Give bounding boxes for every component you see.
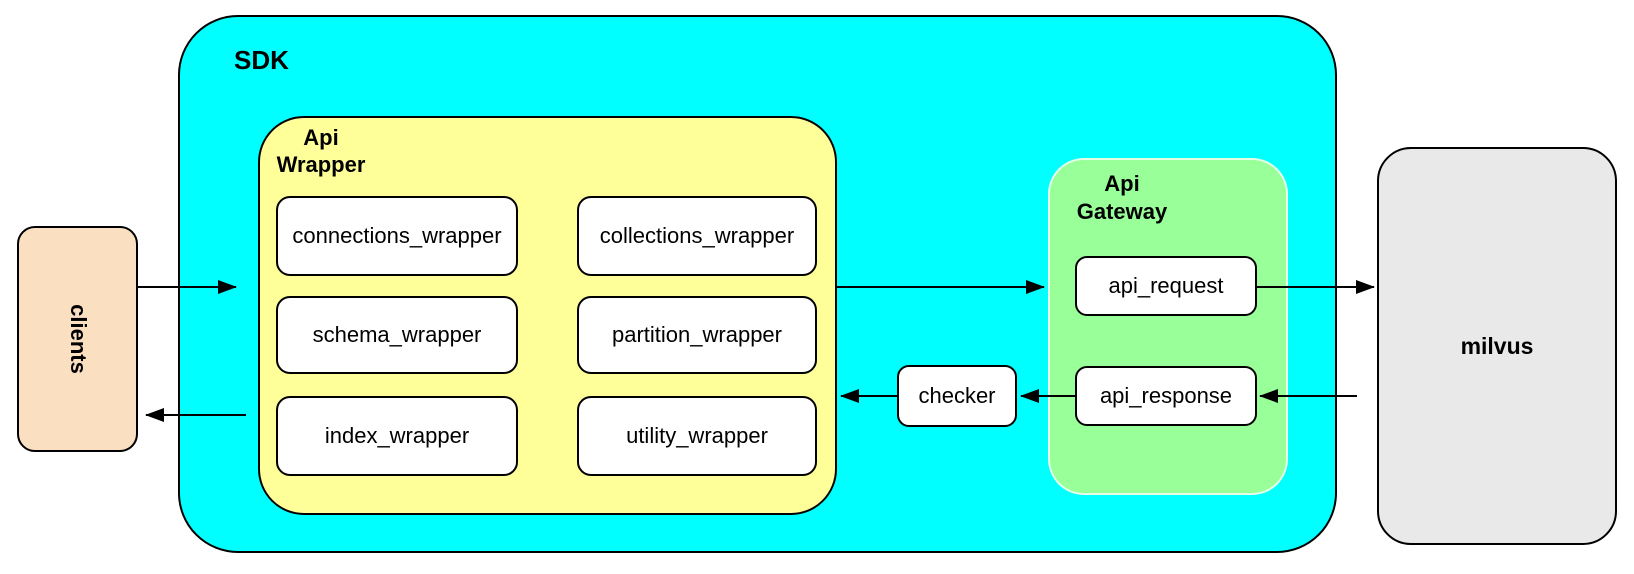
node-clients: clients (17, 226, 138, 452)
api-gateway-label: Api Gateway (1050, 170, 1194, 226)
api-wrapper-label-line2: Wrapper (276, 152, 366, 177)
node-checker: checker (897, 365, 1017, 427)
node-api-response: api_response (1075, 366, 1257, 426)
api-gateway-label-line1: Api (1104, 171, 1140, 196)
api-gateway-label-line2: Gateway (1076, 199, 1168, 224)
node-milvus: milvus (1377, 147, 1617, 545)
node-connections-wrapper: connections_wrapper (276, 196, 518, 276)
node-schema-wrapper: schema_wrapper (276, 296, 518, 374)
api-wrapper-label-line1: Api (303, 125, 339, 150)
clients-label: clients (65, 304, 91, 374)
node-partition-wrapper: partition_wrapper (577, 296, 817, 374)
node-api-request: api_request (1075, 256, 1257, 316)
node-utility-wrapper: utility_wrapper (577, 396, 817, 476)
node-index-wrapper: index_wrapper (276, 396, 518, 476)
sdk-label: SDK (234, 45, 289, 75)
api-wrapper-label: Api Wrapper (260, 124, 382, 178)
node-collections-wrapper: collections_wrapper (577, 196, 817, 276)
api-gateway-container: Api Gateway (1048, 158, 1288, 495)
